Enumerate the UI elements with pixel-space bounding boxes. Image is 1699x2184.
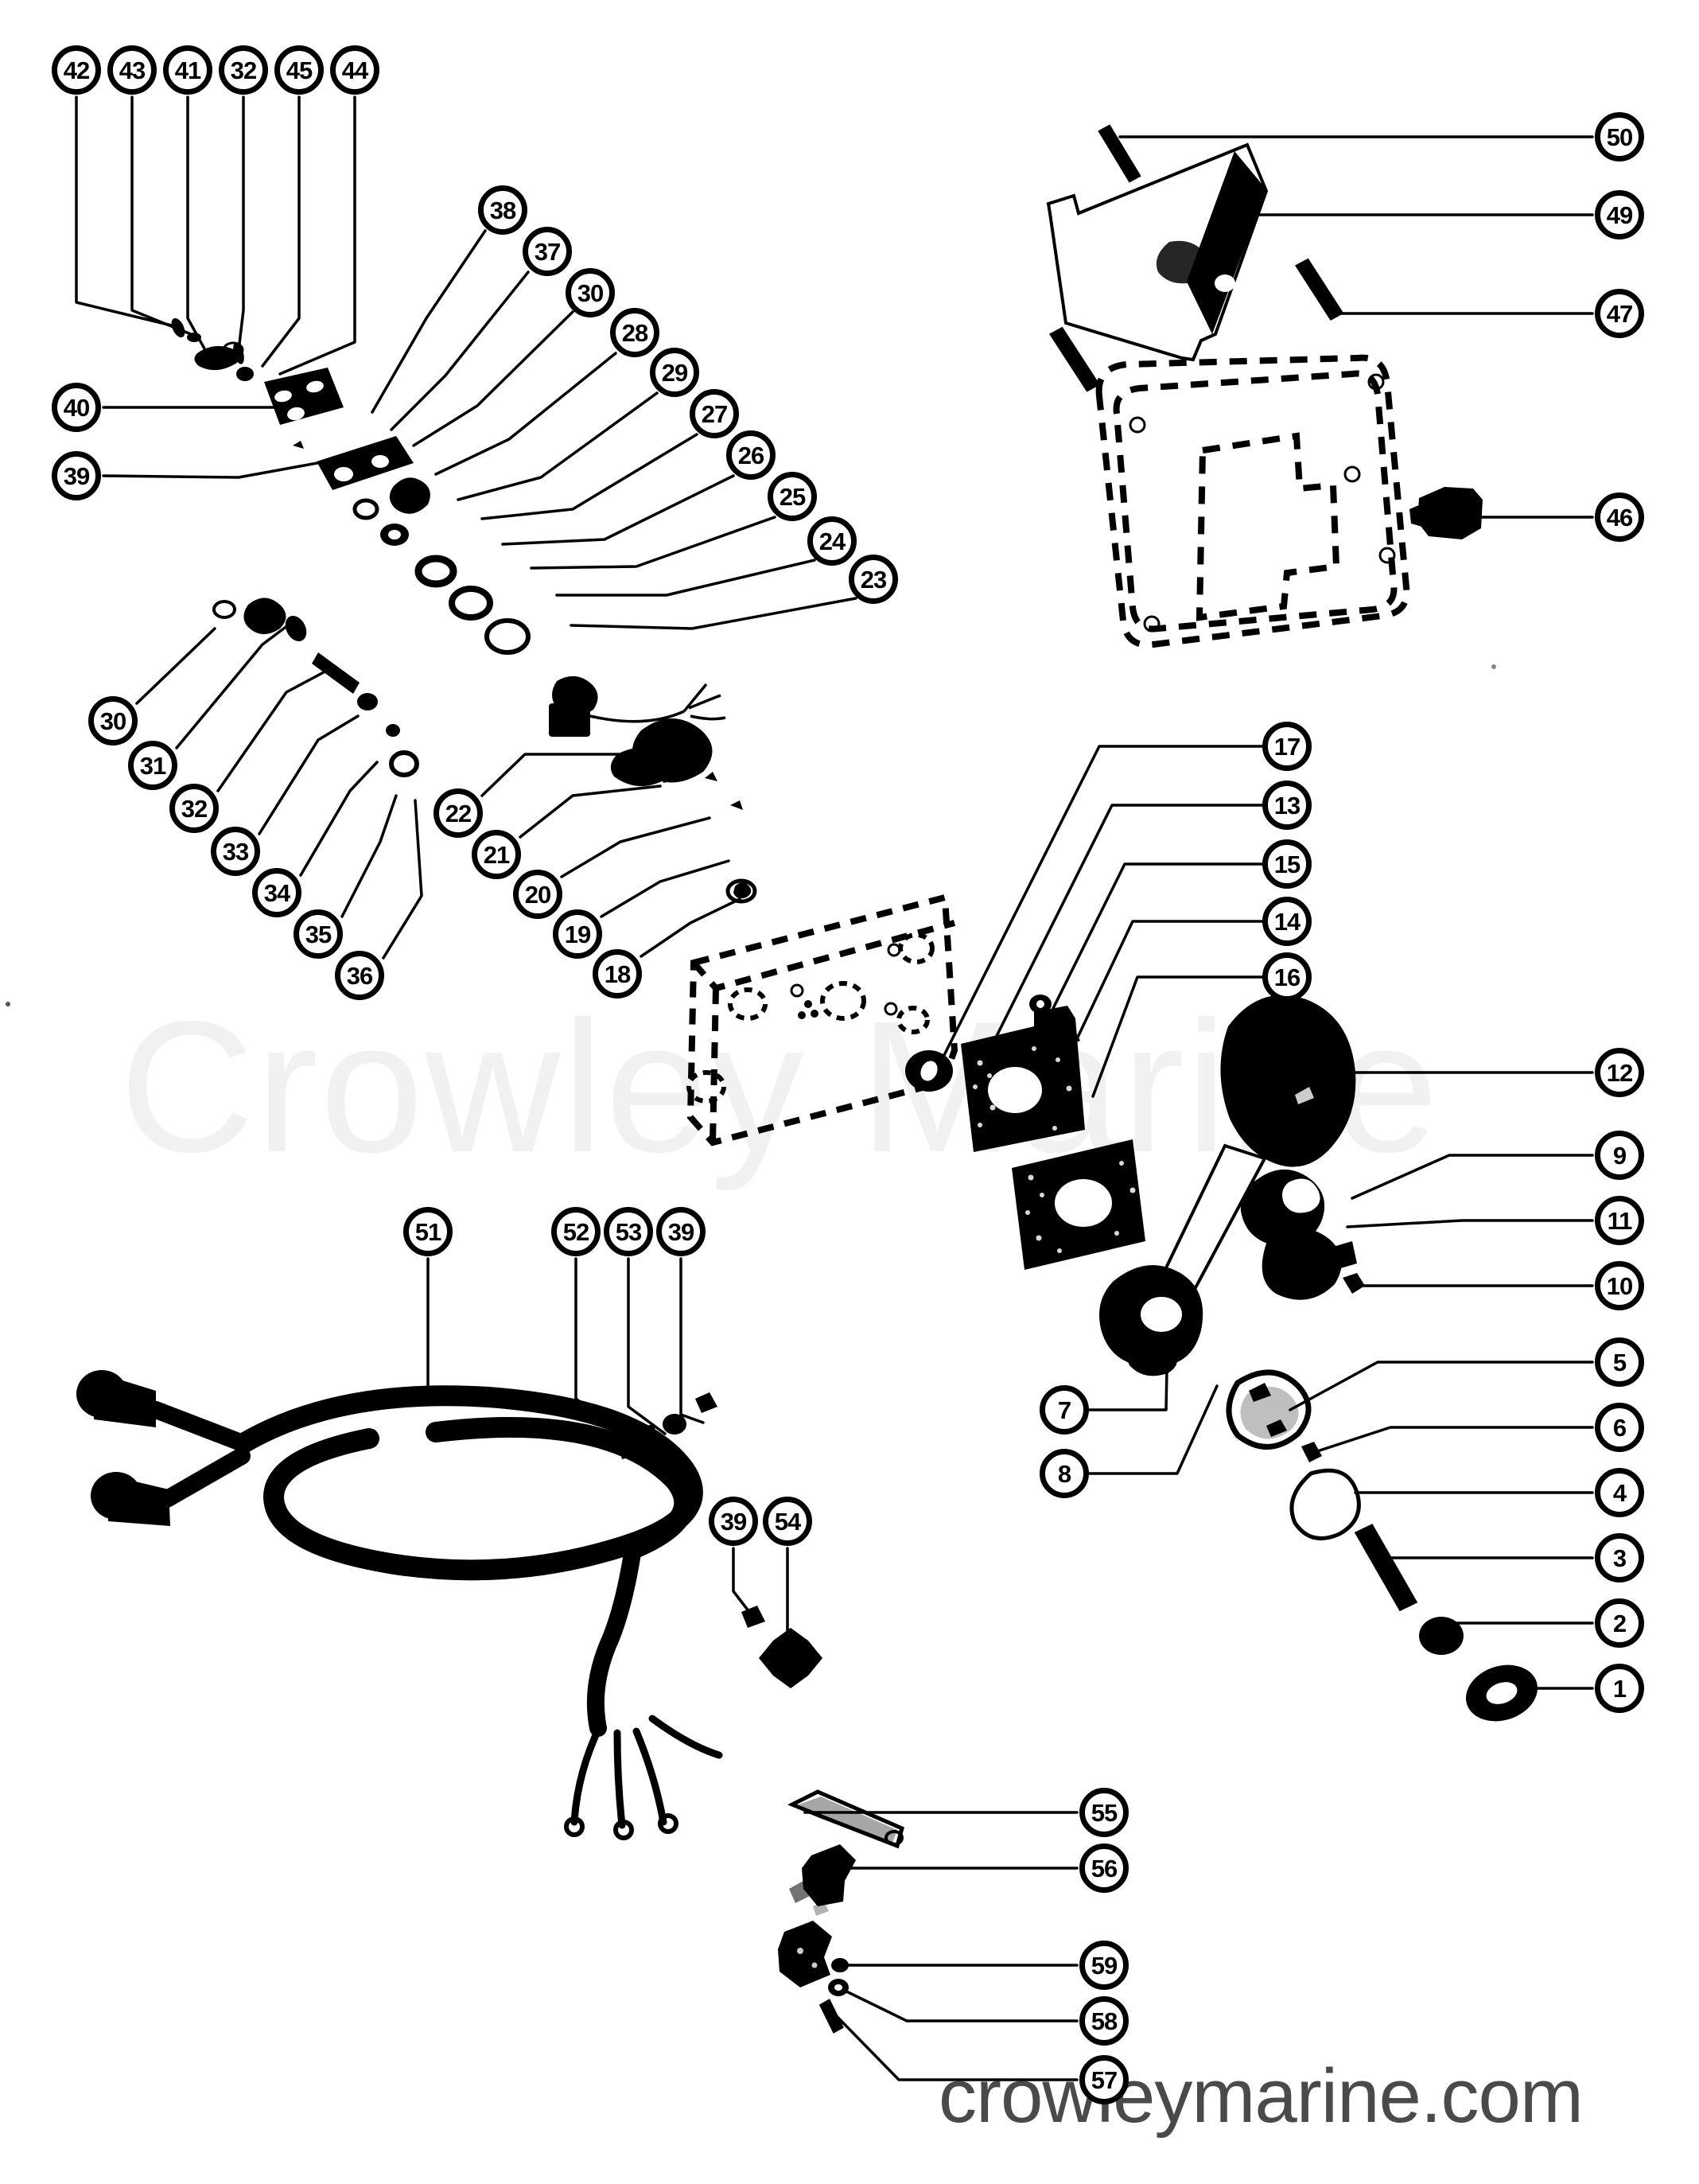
callout-bubble-6[interactable]: 6 <box>1595 1403 1644 1452</box>
callout-bubble-49[interactable]: 49 <box>1595 190 1644 239</box>
callout-bubble-5[interactable]: 5 <box>1595 1337 1644 1387</box>
callout-bubble-15[interactable]: 15 <box>1262 839 1312 889</box>
callout-bubble-57[interactable]: 57 <box>1079 2055 1129 2104</box>
callout-bubble-7[interactable]: 7 <box>1040 1385 1089 1435</box>
callout-bubble-18[interactable]: 18 <box>593 949 642 999</box>
callout-bubble-2[interactable]: 2 <box>1595 1598 1644 1648</box>
callout-bubble-58[interactable]: 58 <box>1079 1996 1129 2046</box>
callout-bubble-23[interactable]: 23 <box>849 555 898 604</box>
callout-bubble-47[interactable]: 47 <box>1595 289 1644 338</box>
callout-bubble-40[interactable]: 40 <box>52 383 101 432</box>
callout-bubble-42[interactable]: 42 <box>52 45 101 95</box>
callout-bubble-28[interactable]: 28 <box>610 308 659 357</box>
callout-bubble-36[interactable]: 36 <box>335 951 384 1000</box>
callout-bubble-1[interactable]: 1 <box>1595 1664 1644 1713</box>
callout-bubble-33[interactable]: 33 <box>211 827 260 876</box>
callout-bubble-43[interactable]: 43 <box>107 45 157 95</box>
callout-bubble-59[interactable]: 59 <box>1079 1941 1129 1990</box>
callout-bubble-30[interactable]: 30 <box>566 268 615 317</box>
callout-bubble-55[interactable]: 55 <box>1079 1788 1129 1837</box>
callout-bubble-19[interactable]: 19 <box>553 909 602 959</box>
callout-bubble-34[interactable]: 34 <box>252 868 301 917</box>
callout-bubble-45[interactable]: 45 <box>274 45 324 95</box>
callout-bubble-24[interactable]: 24 <box>807 516 857 566</box>
callout-bubble-39[interactable]: 39 <box>656 1207 706 1256</box>
callout-bubble-16[interactable]: 16 <box>1262 952 1312 1002</box>
callout-bubble-39[interactable]: 39 <box>52 451 101 500</box>
callout-bubble-11[interactable]: 11 <box>1595 1196 1644 1245</box>
callout-bubble-8[interactable]: 8 <box>1040 1449 1089 1498</box>
callout-bubble-13[interactable]: 13 <box>1262 781 1312 830</box>
callout-bubble-29[interactable]: 29 <box>650 348 699 397</box>
callout-bubble-26[interactable]: 26 <box>726 430 776 480</box>
callout-bubble-38[interactable]: 38 <box>478 185 527 235</box>
callout-bubble-14[interactable]: 14 <box>1262 897 1312 946</box>
callout-bubble-12[interactable]: 12 <box>1595 1048 1644 1097</box>
callout-bubble-46[interactable]: 46 <box>1595 492 1644 542</box>
callout-bubble-41[interactable]: 41 <box>163 45 212 95</box>
callout-bubble-21[interactable]: 21 <box>472 830 521 879</box>
callout-bubble-35[interactable]: 35 <box>294 909 343 959</box>
callout-bubble-31[interactable]: 31 <box>128 741 177 790</box>
callout-bubble-9[interactable]: 9 <box>1595 1131 1644 1180</box>
callout-bubble-54[interactable]: 54 <box>763 1497 812 1546</box>
callout-bubble-44[interactable]: 44 <box>330 45 379 95</box>
callout-bubble-52[interactable]: 52 <box>551 1207 601 1256</box>
callout-bubble-32[interactable]: 32 <box>219 45 268 95</box>
callout-bubble-30[interactable]: 30 <box>88 696 138 746</box>
callout-bubble-3[interactable]: 3 <box>1595 1533 1644 1583</box>
callout-bubble-17[interactable]: 17 <box>1262 722 1312 771</box>
callout-bubble-20[interactable]: 20 <box>513 870 562 919</box>
callout-bubble-4[interactable]: 4 <box>1595 1468 1644 1517</box>
callout-bubble-22[interactable]: 22 <box>433 788 483 838</box>
callout-bubble-39[interactable]: 39 <box>709 1497 758 1546</box>
callout-bubble-37[interactable]: 37 <box>523 227 572 276</box>
callout-bubble-51[interactable]: 51 <box>403 1207 453 1256</box>
callout-bubble-32[interactable]: 32 <box>169 784 219 833</box>
callout-bubble-27[interactable]: 27 <box>690 389 739 438</box>
callout-bubble-25[interactable]: 25 <box>768 472 817 521</box>
callout-bubble-50[interactable]: 50 <box>1595 112 1644 162</box>
callout-bubble-10[interactable]: 10 <box>1595 1261 1644 1310</box>
callout-bubble-56[interactable]: 56 <box>1079 1843 1129 1893</box>
callout-bubble-53[interactable]: 53 <box>604 1207 653 1256</box>
